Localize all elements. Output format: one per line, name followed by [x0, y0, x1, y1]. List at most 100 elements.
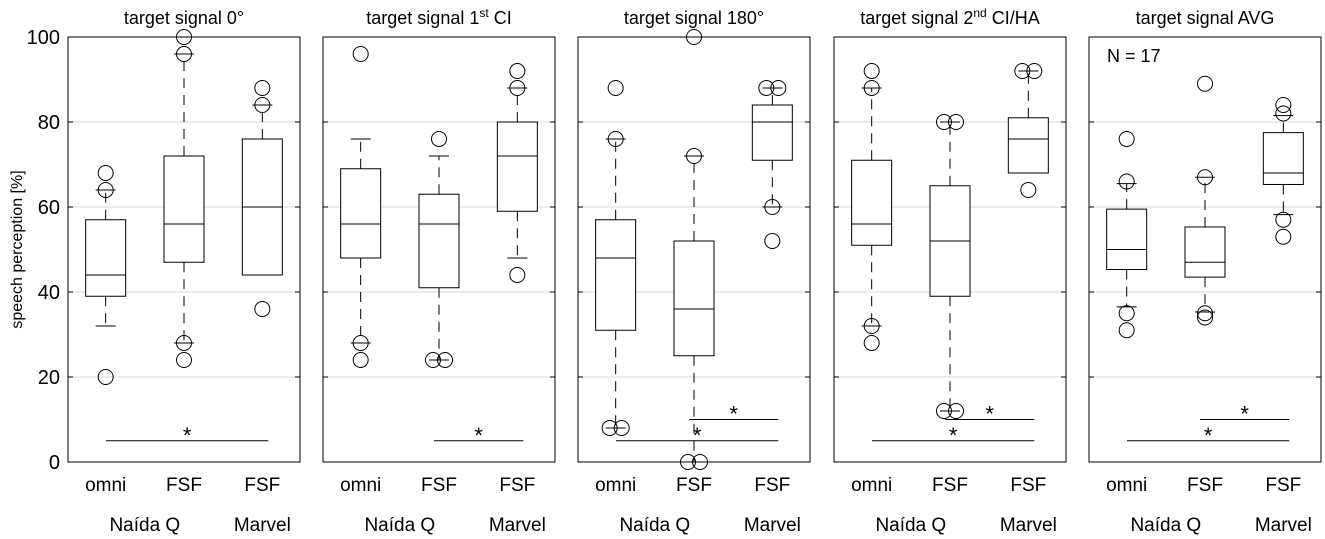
- panel-frame: [833, 36, 1067, 463]
- box-body: [1184, 226, 1226, 278]
- y-tick-label: 40: [38, 282, 60, 304]
- outlier-point: [948, 114, 964, 130]
- box-1: [595, 80, 637, 436]
- outlier-point: [1118, 322, 1135, 339]
- x-tick-label: FSF: [754, 475, 790, 496]
- y-tick-label: 80: [38, 112, 60, 134]
- group-label: Naída Q: [875, 515, 946, 536]
- panel-frame: [67, 36, 301, 463]
- sample-size-annotation: N = 17: [1107, 46, 1161, 66]
- box-2: [418, 131, 460, 368]
- group-label: Marvel: [234, 515, 291, 536]
- x-tick-label: omni: [595, 475, 636, 496]
- outlier-point: [1118, 305, 1135, 322]
- box-3: [1007, 63, 1049, 198]
- panel-title-text: target signal 1: [366, 8, 479, 28]
- outlier-point: [1020, 182, 1037, 198]
- x-tick-label: FSF: [244, 475, 280, 496]
- box-3: [1262, 97, 1304, 245]
- outlier-point: [176, 29, 192, 45]
- panel-title: target signal 1st CI: [366, 6, 511, 28]
- outlier-point: [1026, 63, 1043, 79]
- box-body: [673, 240, 715, 357]
- outlier-point: [97, 369, 114, 385]
- x-tick-label: FSF: [499, 475, 535, 496]
- outlier-point: [1118, 173, 1135, 190]
- panel-frame: [322, 36, 556, 463]
- outlier-point: [97, 182, 114, 198]
- outlier-point: [863, 80, 880, 96]
- box-body: [751, 104, 793, 161]
- outlier-point: [1275, 97, 1292, 113]
- group-label: Marvel: [744, 515, 801, 536]
- outlier-point: [352, 352, 369, 368]
- panel-title-text: target signal AVG: [1136, 8, 1275, 28]
- panel-title: target signal 2nd CI/HA: [860, 6, 1039, 28]
- outlier-point: [1197, 305, 1213, 322]
- box-2: [929, 114, 971, 419]
- outlier-point: [601, 420, 618, 436]
- group-label: Marvel: [489, 515, 546, 536]
- y-tick-label: 20: [38, 367, 60, 389]
- outlier-point: [509, 80, 526, 96]
- box-3: [496, 63, 538, 283]
- box-body: [85, 219, 127, 297]
- panel-frame: [1088, 36, 1322, 463]
- outlier-point: [863, 335, 880, 351]
- box-body: [1262, 132, 1304, 185]
- outlier-point: [176, 46, 192, 62]
- box-body: [1106, 208, 1148, 270]
- group-label: Naída Q: [364, 515, 435, 536]
- significance-star: *: [183, 423, 192, 448]
- outlier-point: [176, 335, 192, 351]
- x-tick-label: FSF: [1187, 475, 1223, 496]
- box-1: [85, 165, 127, 385]
- outlier-point: [352, 335, 369, 351]
- panel-title-text: CI/HA: [987, 8, 1040, 28]
- panel-title: target signal 180°: [624, 8, 764, 28]
- group-label: Naída Q: [109, 515, 180, 536]
- outlier-point: [863, 63, 880, 79]
- group-label: Naída Q: [1130, 515, 1201, 536]
- x-tick-label: FSF: [166, 475, 202, 496]
- box-body: [418, 193, 460, 289]
- y-tick-label: 100: [27, 27, 60, 49]
- significance-star: *: [985, 402, 994, 427]
- outlier-point: [936, 403, 952, 419]
- group-label: Marvel: [1255, 515, 1312, 536]
- outlier-point: [770, 80, 787, 96]
- outlier-point: [607, 80, 624, 96]
- box-body: [595, 219, 637, 331]
- box-body: [1007, 117, 1049, 174]
- panel-title-text: target signal 0°: [124, 8, 244, 28]
- outlier-point: [97, 165, 114, 181]
- outlier-point: [352, 46, 369, 62]
- outlier-point: [437, 352, 453, 368]
- box-2: [1184, 75, 1226, 326]
- y-tick-label: 60: [38, 197, 60, 219]
- significance-star: *: [474, 423, 483, 448]
- panel-title: target signal 0°: [124, 8, 244, 28]
- outlier-point: [1014, 63, 1031, 79]
- group-label: Marvel: [1000, 515, 1057, 536]
- outlier-point: [936, 114, 952, 130]
- x-tick-label: FSF: [1010, 475, 1046, 496]
- panel-title-superscript: nd: [973, 6, 986, 20]
- outlier-point: [758, 80, 775, 96]
- outlier-point: [431, 131, 447, 147]
- outlier-point: [613, 420, 630, 436]
- outlier-point: [680, 454, 696, 470]
- outlier-point: [764, 233, 781, 249]
- box-body: [340, 168, 382, 259]
- outlier-point: [254, 97, 271, 113]
- outlier-point: [1197, 169, 1213, 186]
- x-tick-label: omni: [851, 475, 892, 496]
- outlier-point: [254, 301, 271, 317]
- x-tick-label: FSF: [421, 475, 457, 496]
- outlier-point: [607, 131, 624, 147]
